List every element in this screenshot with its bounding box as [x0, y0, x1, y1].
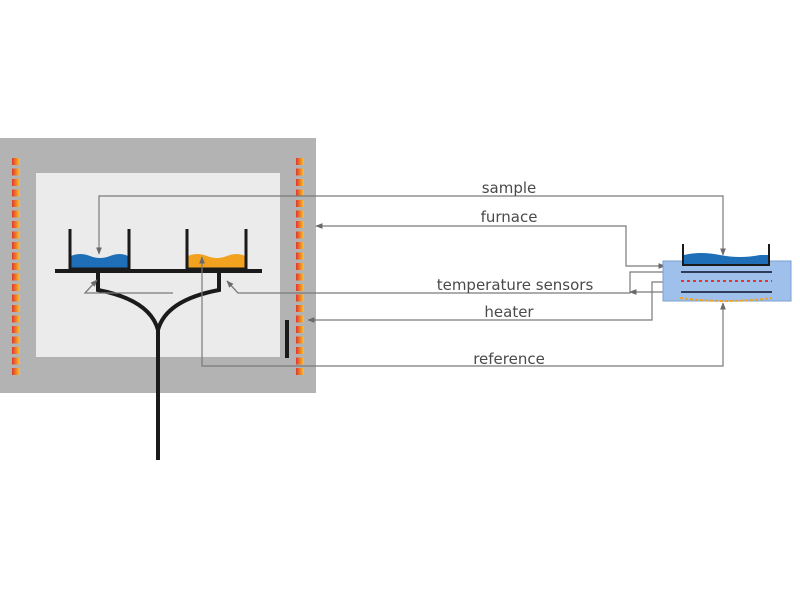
heater-dot	[296, 210, 304, 218]
furnace-leader	[315, 223, 666, 269]
label-temperature-sensors: temperature sensors	[437, 276, 594, 294]
heater-dot	[12, 273, 20, 281]
heater-dot	[12, 315, 20, 323]
heater-dot	[12, 189, 20, 197]
heater-dot	[12, 326, 20, 333]
heater-elements-right	[296, 158, 304, 375]
heater-dot	[12, 357, 20, 365]
heater-dot	[12, 168, 20, 176]
heater-dot	[296, 347, 304, 354]
platform	[55, 269, 262, 273]
label-heater: heater	[484, 303, 534, 321]
heater-dot	[296, 357, 304, 365]
heater-dot	[296, 168, 304, 176]
heater-dot	[12, 200, 20, 207]
heater-dot	[12, 242, 20, 249]
heater-dot	[296, 158, 304, 165]
heater-dot	[12, 210, 20, 218]
heater-dot	[296, 231, 304, 239]
heater-dot	[12, 158, 20, 165]
heater-dot	[296, 263, 304, 270]
heater-dot	[296, 242, 304, 249]
heater-dot	[296, 336, 304, 344]
sample-liquid	[71, 254, 128, 268]
heater-dot	[296, 368, 304, 375]
heater-dot	[12, 231, 20, 239]
label-reference: reference	[473, 350, 545, 368]
sensor-leader-end-left	[84, 279, 98, 294]
reference-leader	[199, 256, 726, 367]
heater-dot	[296, 221, 304, 228]
heater-dot	[296, 294, 304, 302]
heater-dot	[296, 273, 304, 281]
heater-dot	[12, 368, 20, 375]
detail-reference-dish	[679, 297, 773, 302]
heater-dot	[12, 336, 20, 344]
heater-dot	[12, 252, 20, 260]
heater-dot	[12, 263, 20, 270]
heater-dot	[296, 252, 304, 260]
heater-dot	[12, 347, 20, 354]
sample-leader	[96, 195, 726, 256]
heater-dot	[296, 326, 304, 333]
heater-dot	[296, 189, 304, 197]
support-stand	[96, 273, 221, 460]
label-sample: sample	[482, 179, 537, 197]
heater-bar	[285, 320, 289, 358]
heater-dot	[296, 200, 304, 207]
heater-dot	[296, 315, 304, 323]
detail-sample-liquid	[684, 253, 768, 265]
heater-dot	[12, 294, 20, 302]
heater-dot	[12, 305, 20, 312]
heater-dot	[12, 221, 20, 228]
heater-dot	[296, 305, 304, 312]
heater-elements-left	[12, 158, 20, 375]
detail-crucible	[682, 244, 770, 266]
heater-dot	[12, 179, 20, 186]
heater-dot	[12, 284, 20, 291]
heater-dot	[296, 284, 304, 291]
label-furnace: furnace	[481, 208, 538, 226]
heater-dot	[296, 179, 304, 186]
